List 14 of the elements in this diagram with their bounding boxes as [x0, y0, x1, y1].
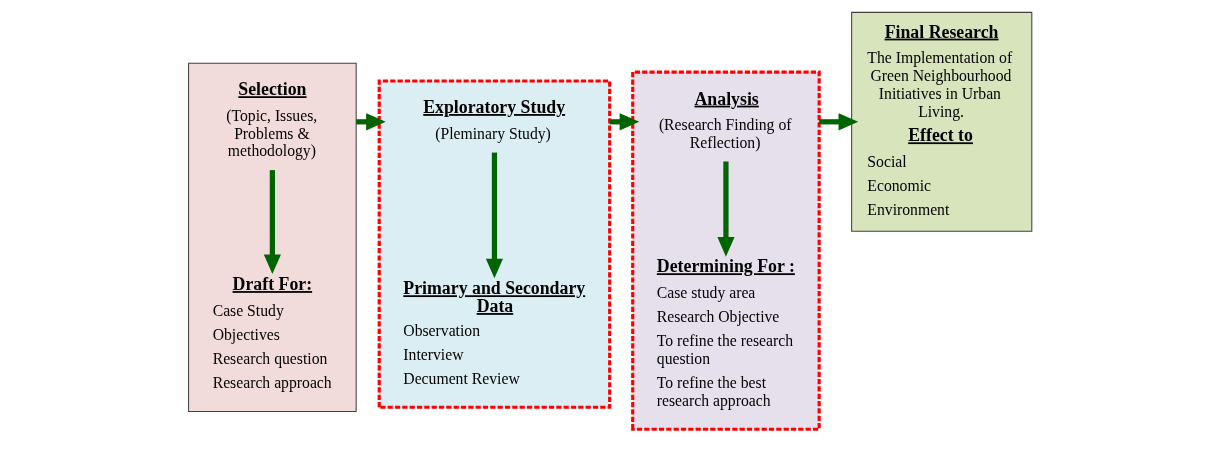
arrow	[818, 113, 858, 131]
node-text: Analysis (Research Finding of Reflection)	[658, 88, 791, 152]
node-text: Exploratory Study (Pleminary Study)	[422, 97, 565, 142]
cluster	[377, 79, 611, 409]
node-text: Draft For: Case Study Objectives Research question Research approach	[212, 274, 332, 391]
node-text: Primary and Secondary Data Observation Interview Decument Review	[402, 278, 585, 387]
node-text: Selection (Topic, Issues, Problems & methodology)	[225, 79, 317, 160]
cluster	[630, 70, 821, 431]
node-text: Determining For : Case study area Research Objective To refine the research question To refine the best research approach	[656, 256, 795, 409]
arrow	[263, 170, 281, 275]
arrow	[485, 152, 503, 279]
node-box: Final Research The Implementation of Green Neighbourhood Initiatives in Urban Living. Effect to Social Economic Environment	[850, 11, 1032, 232]
cluster	[187, 62, 357, 412]
arrow	[716, 161, 735, 257]
